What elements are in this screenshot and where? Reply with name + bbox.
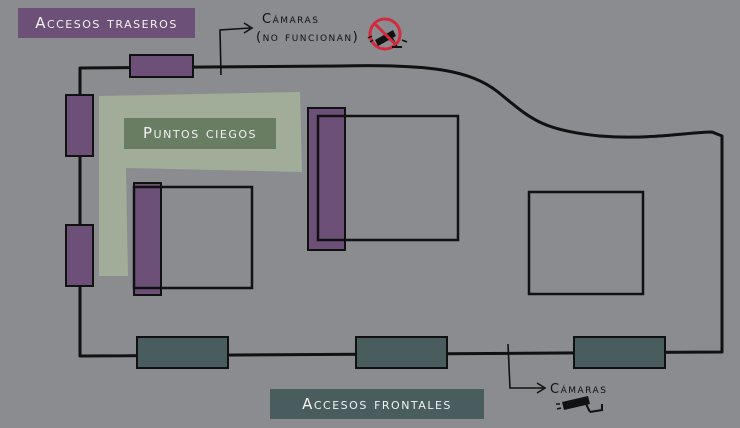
blind-spots-label: Puntos ciegos	[124, 118, 276, 149]
bottom-cameras-label: Cámaras	[550, 382, 608, 397]
camera-crossed-out-icon	[367, 17, 408, 51]
rear-access-door	[65, 224, 94, 287]
bottom-camera-arrow	[507, 343, 543, 389]
front-access-label: Accesos frontales	[270, 389, 484, 419]
room	[132, 185, 254, 290]
rear-access-door	[65, 94, 94, 157]
top-cameras-label: Cámaras	[262, 12, 320, 27]
room	[316, 114, 460, 242]
top-cameras-note: (no funcionan)	[256, 30, 360, 45]
room	[527, 190, 645, 296]
front-access-door	[355, 336, 448, 369]
rear-access-door	[133, 182, 162, 296]
building-outline	[78, 64, 724, 358]
front-access-door	[573, 336, 666, 369]
top-camera-arrow	[219, 27, 251, 76]
rear-access-label: Accesos traseros	[18, 8, 195, 38]
rear-access-door	[129, 54, 194, 78]
front-access-door	[136, 336, 229, 369]
rear-access-door	[307, 107, 346, 251]
security-camera-icon	[556, 396, 603, 413]
